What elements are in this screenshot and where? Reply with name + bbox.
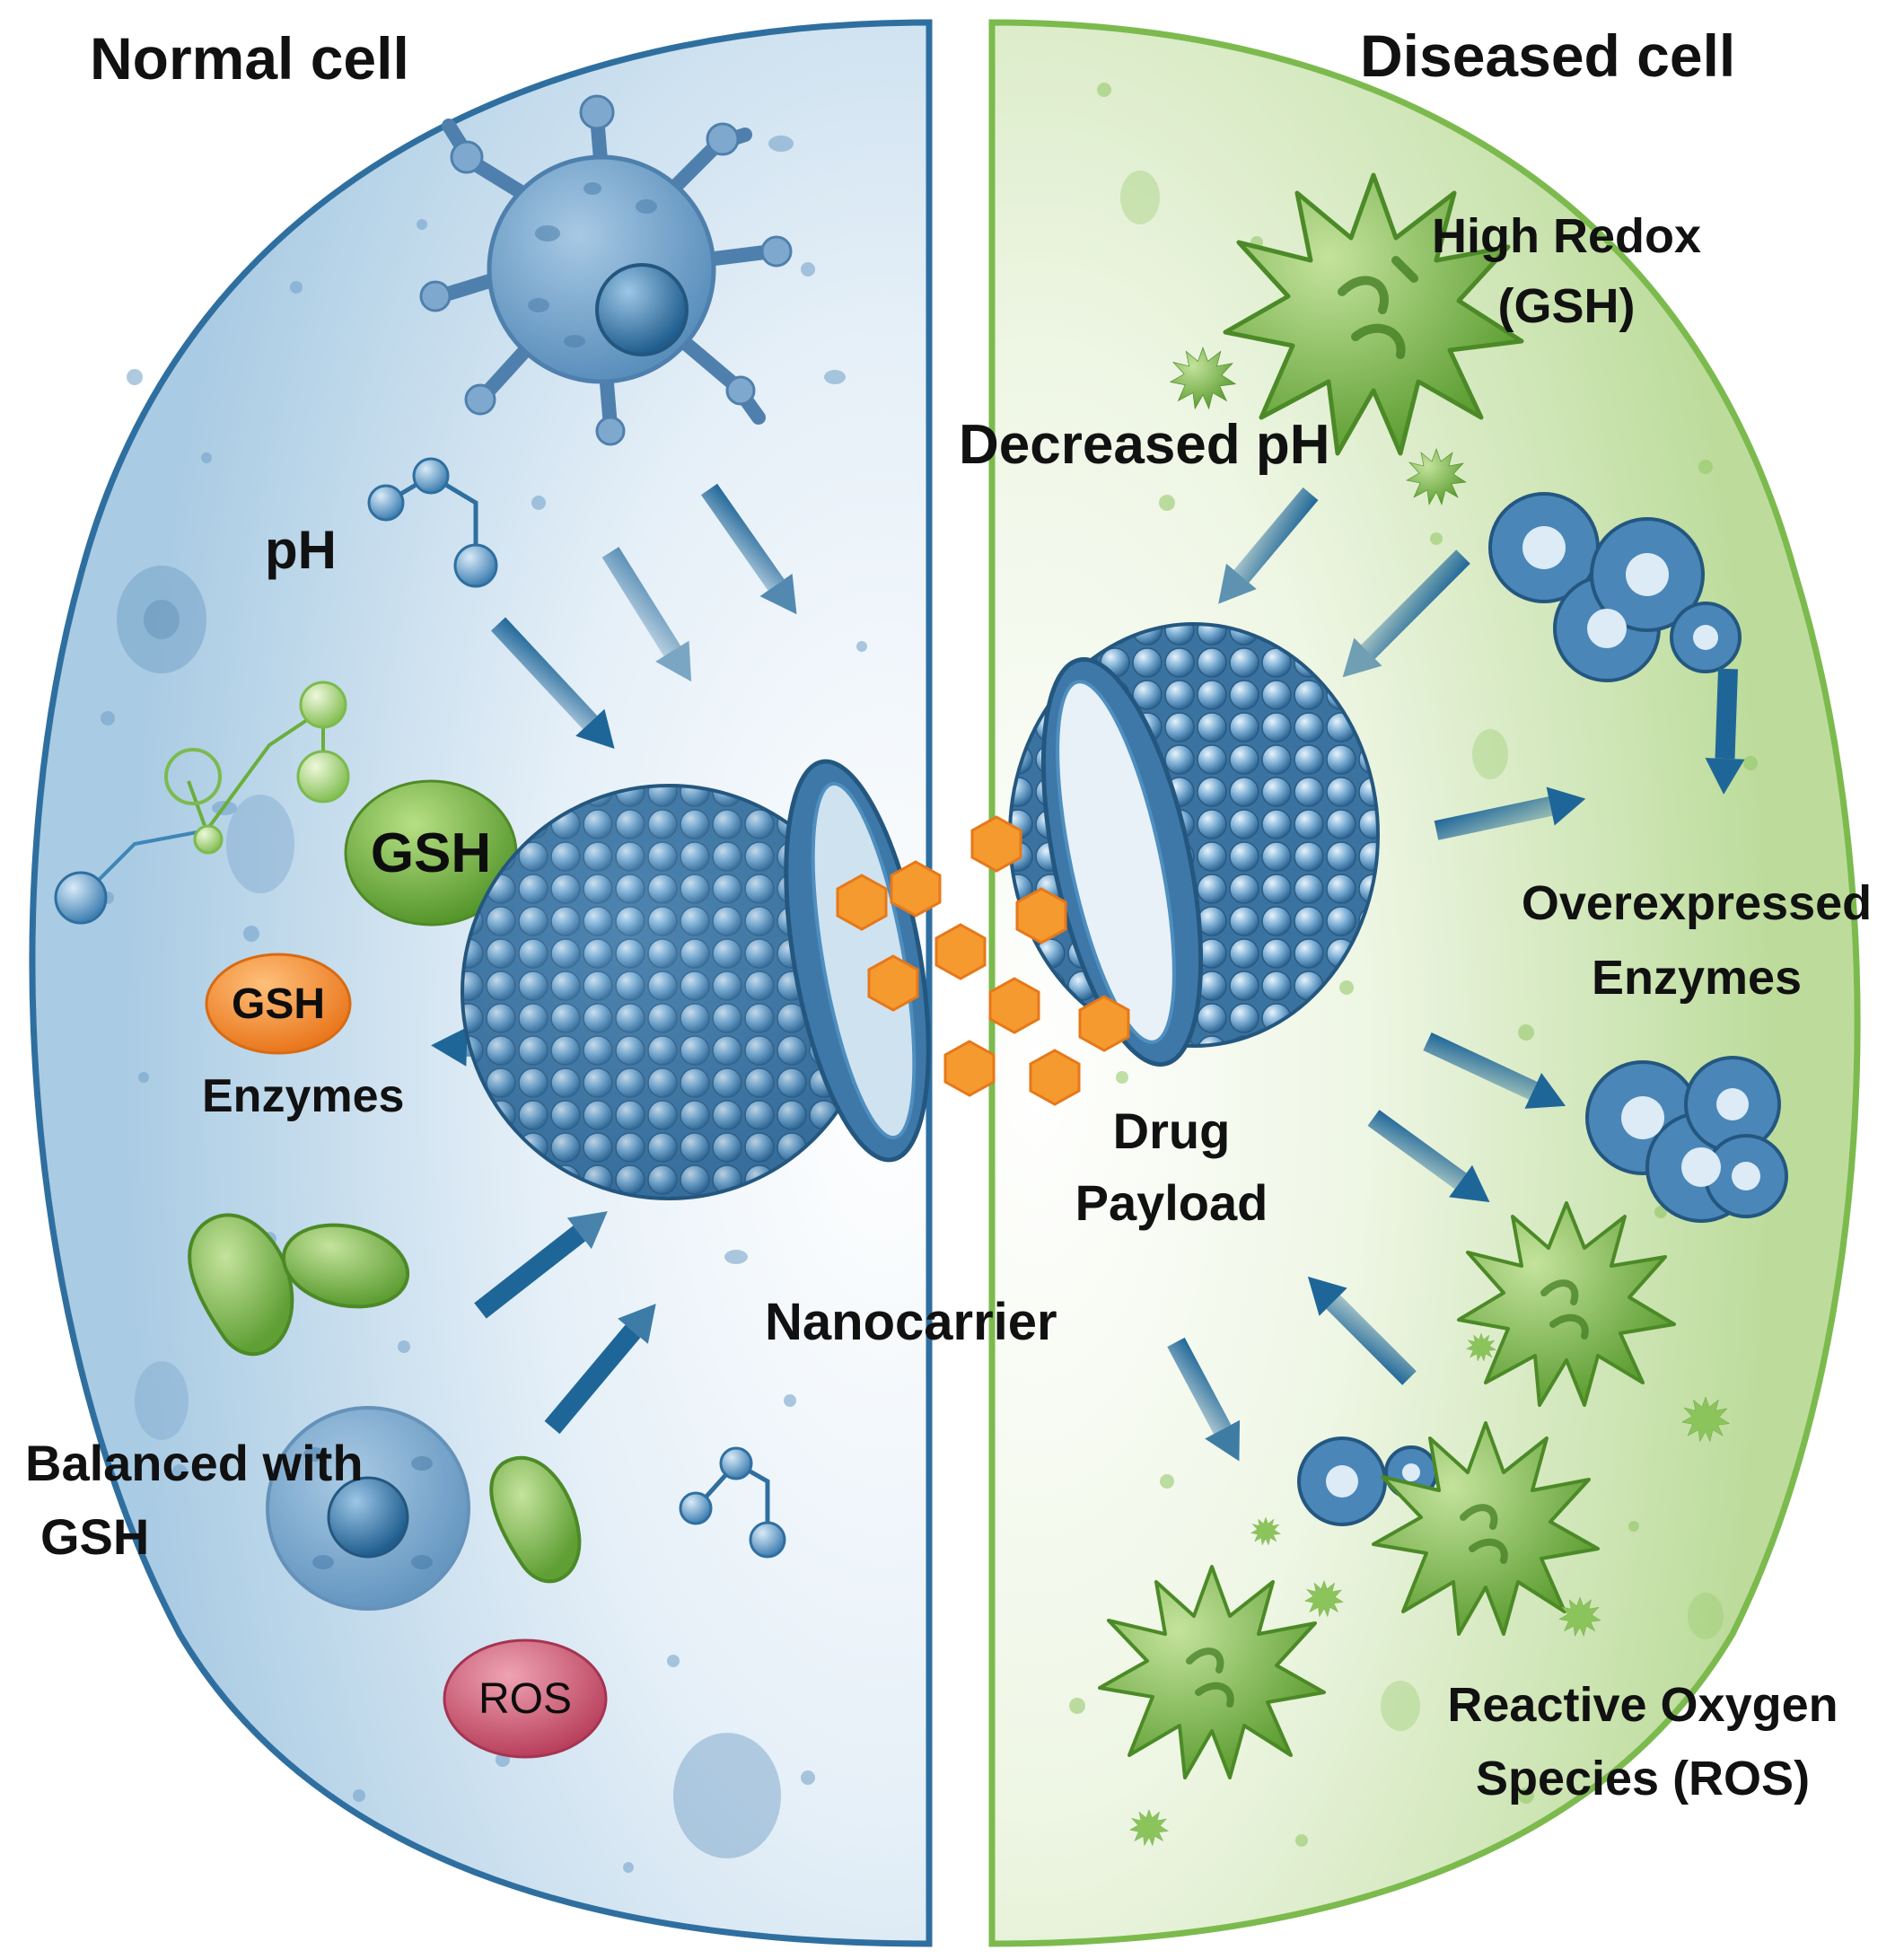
molecule-icon bbox=[367, 457, 498, 588]
bacteria-icon bbox=[188, 1213, 582, 1584]
nanocarrier-label: Nanocarrier bbox=[765, 1293, 1057, 1351]
nanocarrier-sphere-icon bbox=[461, 759, 931, 1200]
faint-cell-icon bbox=[117, 566, 781, 1858]
gsh-green-label: GSH bbox=[370, 821, 492, 884]
ph-label: pH bbox=[265, 520, 337, 580]
drug-payload-line1: Drug bbox=[1112, 1102, 1231, 1159]
vesicle-cluster-icon bbox=[1488, 492, 1742, 682]
normal-cell-heading: Normal cell bbox=[90, 25, 409, 92]
reactive-oxygen-line1: Reactive Oxygen bbox=[1447, 1678, 1838, 1732]
vesicle-cluster-2-icon bbox=[1585, 1056, 1788, 1223]
ros-pill bbox=[443, 1638, 608, 1759]
spiky-cell-right-icon bbox=[1457, 1201, 1676, 1407]
nucleated-cell-icon bbox=[266, 1406, 470, 1611]
balanced-label-line2: GSH bbox=[40, 1508, 150, 1565]
high-redox-line2: (GSH) bbox=[1497, 279, 1636, 333]
diseased-cell-body bbox=[988, 19, 1861, 1947]
spiky-cell-lower-left-icon bbox=[1098, 1565, 1326, 1779]
drug-payload-line2: Payload bbox=[1075, 1174, 1268, 1231]
drug-hexagon-icon bbox=[836, 815, 1130, 1106]
spiky-cell-small-icon bbox=[1169, 347, 1467, 505]
immune-cell-icon bbox=[419, 94, 793, 446]
molecule-small-icon bbox=[679, 1446, 786, 1559]
decreased-ph-label: Decreased pH bbox=[959, 414, 1330, 476]
overexpressed-line1: Overexpressed bbox=[1521, 876, 1873, 930]
diseased-cell-heading: Diseased cell bbox=[1360, 22, 1736, 89]
overexpressed-line2: Enzymes bbox=[1591, 951, 1803, 1005]
gsh-orange-pill bbox=[205, 953, 352, 1055]
tiny-spiky-icon bbox=[1129, 1332, 1730, 1847]
gsh-orange-label: GSH bbox=[231, 980, 325, 1028]
reactive-oxygen-line2: Species (ROS) bbox=[1475, 1752, 1811, 1805]
molecule-network-icon bbox=[54, 681, 350, 925]
spiky-cell-bottom-icon bbox=[1372, 1421, 1600, 1636]
high-redox-line1: High Redox bbox=[1431, 209, 1701, 263]
balanced-label-line1: Balanced with bbox=[25, 1435, 364, 1491]
nanocarrier-half-right-icon bbox=[1008, 622, 1380, 1067]
ros-label: ROS bbox=[478, 1674, 572, 1723]
enzymes-label: Enzymes bbox=[202, 1070, 405, 1122]
spiky-cell-icon bbox=[1223, 172, 1524, 456]
